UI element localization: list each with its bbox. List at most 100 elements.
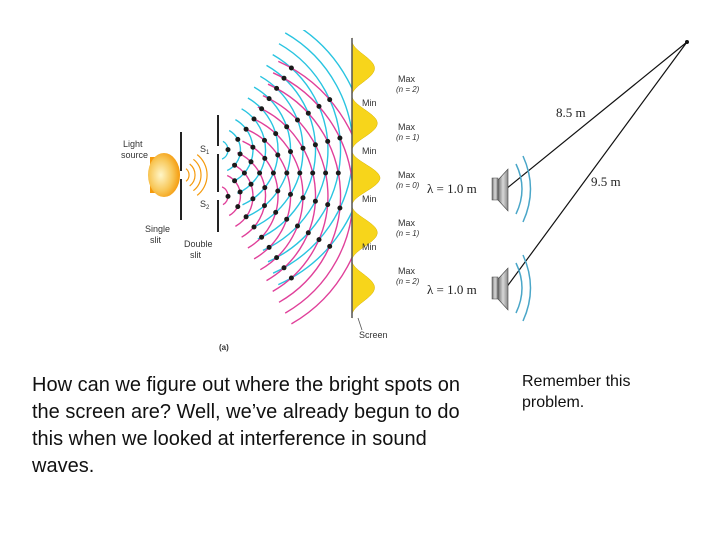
intersection-point — [275, 188, 281, 194]
s1-wavefront — [272, 32, 352, 274]
fringe-order-2: (n = 1) — [396, 133, 420, 142]
intersection-point — [273, 131, 279, 137]
intersection-point — [274, 85, 280, 91]
s2-wavefront — [242, 140, 279, 249]
intersection-point — [241, 170, 247, 176]
light-source-label-2: source — [121, 150, 148, 160]
speaker-bottom — [491, 254, 532, 322]
s1-wavefront — [257, 64, 317, 240]
single-slit-arc — [196, 154, 208, 196]
screen-leader-line — [357, 317, 363, 331]
s1-wavefront — [262, 53, 329, 252]
intersection-point — [251, 224, 257, 230]
intersection-point — [294, 117, 300, 123]
slit1-label: S1 — [200, 144, 210, 156]
intersection-point — [248, 181, 254, 187]
distance-bottom-label: 9.5 m — [591, 174, 621, 189]
intersection-point — [235, 204, 241, 210]
intersection-point — [266, 96, 272, 102]
single-slit-label-2: slit — [150, 235, 161, 245]
intersection-point — [225, 147, 231, 153]
intersection-point — [327, 97, 333, 103]
wavelength-top-label: λ = 1.0 m — [427, 181, 477, 196]
s2-wavefront — [272, 72, 352, 314]
intersection-point — [270, 170, 276, 176]
remember-note: Remember this problem. — [522, 373, 631, 411]
fringe-label-2: Max — [398, 122, 416, 132]
fringe-label-0: Max — [398, 74, 416, 84]
intersection-point — [250, 196, 256, 202]
intersection-point — [284, 170, 290, 176]
intersection-point — [261, 203, 267, 209]
intersection-point — [284, 216, 290, 222]
intersection-point — [288, 275, 294, 281]
intersection-point — [335, 170, 341, 176]
single-slit-arc — [189, 163, 196, 187]
fringe-order-0: (n = 2) — [396, 85, 420, 94]
intersection-point — [325, 202, 331, 208]
speaker-top-wave-1 — [515, 163, 523, 215]
speaker-top — [491, 155, 532, 223]
listener-point — [685, 40, 689, 44]
figure-label: (a) — [219, 343, 229, 352]
intersection-point — [300, 195, 306, 201]
intersection-point — [273, 209, 279, 215]
double-slit-label-2: slit — [190, 250, 201, 260]
intersection-point — [235, 136, 241, 142]
intersection-point — [281, 75, 287, 81]
s2-wavefront — [267, 83, 342, 303]
s1-wavefront — [267, 43, 342, 263]
intersection-point — [284, 124, 290, 130]
light-source-glow — [148, 153, 180, 197]
intersection-point — [316, 103, 322, 109]
s2-wavefront — [232, 163, 254, 228]
s1-wavefront — [237, 108, 267, 195]
double-slit-label-1: Double — [184, 239, 213, 249]
speaker-top-wave-2 — [522, 155, 532, 223]
intersection-point — [262, 155, 268, 161]
fringe-order-6: (n = 1) — [396, 229, 420, 238]
intersection-point — [287, 149, 293, 155]
s1-wavefront — [242, 97, 279, 206]
intersection-point — [294, 223, 300, 229]
intersection-point — [275, 152, 281, 158]
intersection-point — [250, 144, 256, 150]
intersection-point — [310, 170, 316, 176]
intersection-point — [323, 170, 329, 176]
single-slit-wavefronts — [185, 154, 208, 196]
intersection-point — [232, 162, 238, 168]
s1-wavefront — [278, 30, 352, 286]
wave-intersection-points — [225, 65, 343, 281]
speaker-top-magnet — [491, 177, 499, 201]
single-slit-arc — [193, 158, 202, 192]
intersection-point — [281, 265, 287, 271]
intersection-point — [274, 255, 280, 261]
fringe-order-4: (n = 0) — [396, 181, 420, 190]
fringe-order-8: (n = 2) — [396, 277, 420, 286]
intersection-point — [251, 116, 257, 122]
speaker-bottom-wave-2 — [522, 254, 532, 322]
intersection-point — [266, 244, 272, 250]
path-line-bottom — [505, 41, 688, 289]
intersection-point — [316, 237, 322, 243]
single-slit-label-1: Single — [145, 224, 170, 234]
fringe-label-7: Min — [362, 242, 377, 252]
intersection-point — [300, 145, 306, 151]
intersection-point — [237, 189, 243, 195]
intersection-point — [259, 106, 265, 112]
intersection-point — [297, 170, 303, 176]
s2-wavefront — [226, 174, 242, 217]
intersection-point — [262, 185, 268, 191]
intersection-point — [312, 198, 318, 204]
intersection-point — [261, 137, 267, 143]
slit2-label: S2 — [200, 199, 210, 211]
speaker-bottom-wave-1 — [515, 262, 523, 314]
fringe-label-3: Min — [362, 146, 377, 156]
light-source-label-1: Light — [123, 139, 143, 149]
intersection-point — [237, 151, 243, 157]
intersection-point — [337, 205, 343, 211]
intersection-point — [248, 159, 254, 165]
intersection-point — [232, 178, 238, 184]
